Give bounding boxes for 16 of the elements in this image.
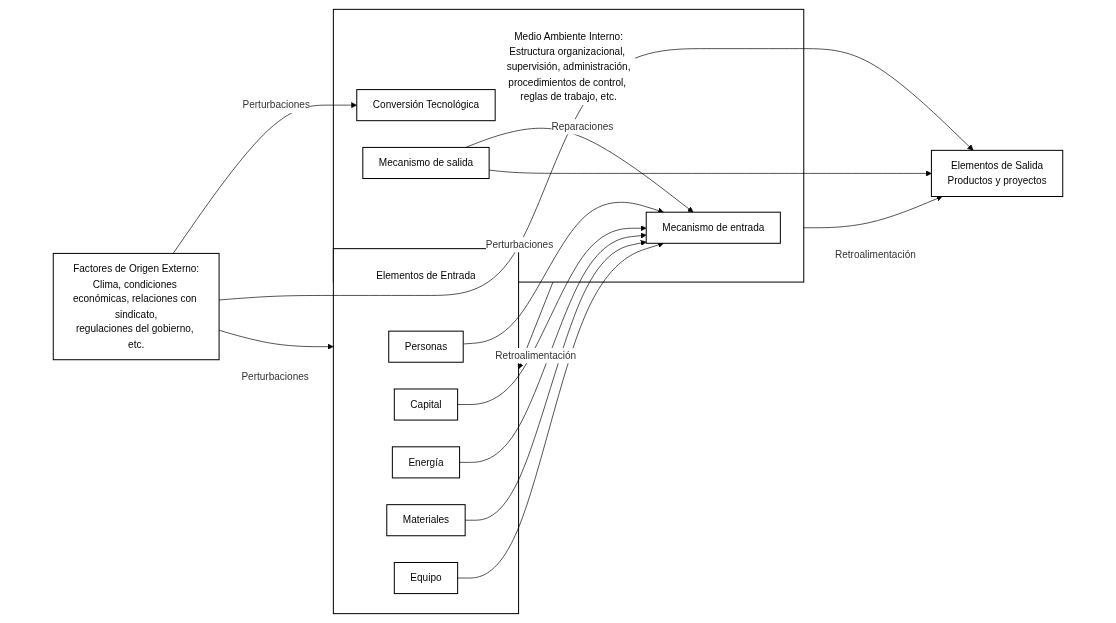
node-box: Equipo (393, 562, 459, 595)
node-box: Energía (391, 446, 461, 479)
edge-label: Perturbaciones (242, 98, 310, 111)
node-box: Conversión Tecnológica (356, 89, 496, 122)
node-box: Factores de Origen Externo: Clima, condiciones económicas, relaciones con sindicato, regulaciones del gobierno, etc. (52, 252, 220, 361)
node-box: Personas (388, 330, 464, 363)
node-box: Mecanismo de entrada (645, 211, 781, 244)
node-box: Elementos de Salida Productos y proyectos (930, 149, 1064, 197)
edge-label: Retroalimentación (834, 248, 916, 260)
edge-label: Reparaciones (551, 120, 614, 132)
edge-label: Retroalimentación (495, 349, 577, 361)
edge-label: Perturbaciones (485, 238, 554, 250)
node-box: Mecanismo de salida (362, 146, 490, 179)
node-box: Capital (393, 388, 459, 421)
node-box: Materiales (386, 504, 466, 537)
edge-label: Perturbaciones (241, 370, 309, 382)
